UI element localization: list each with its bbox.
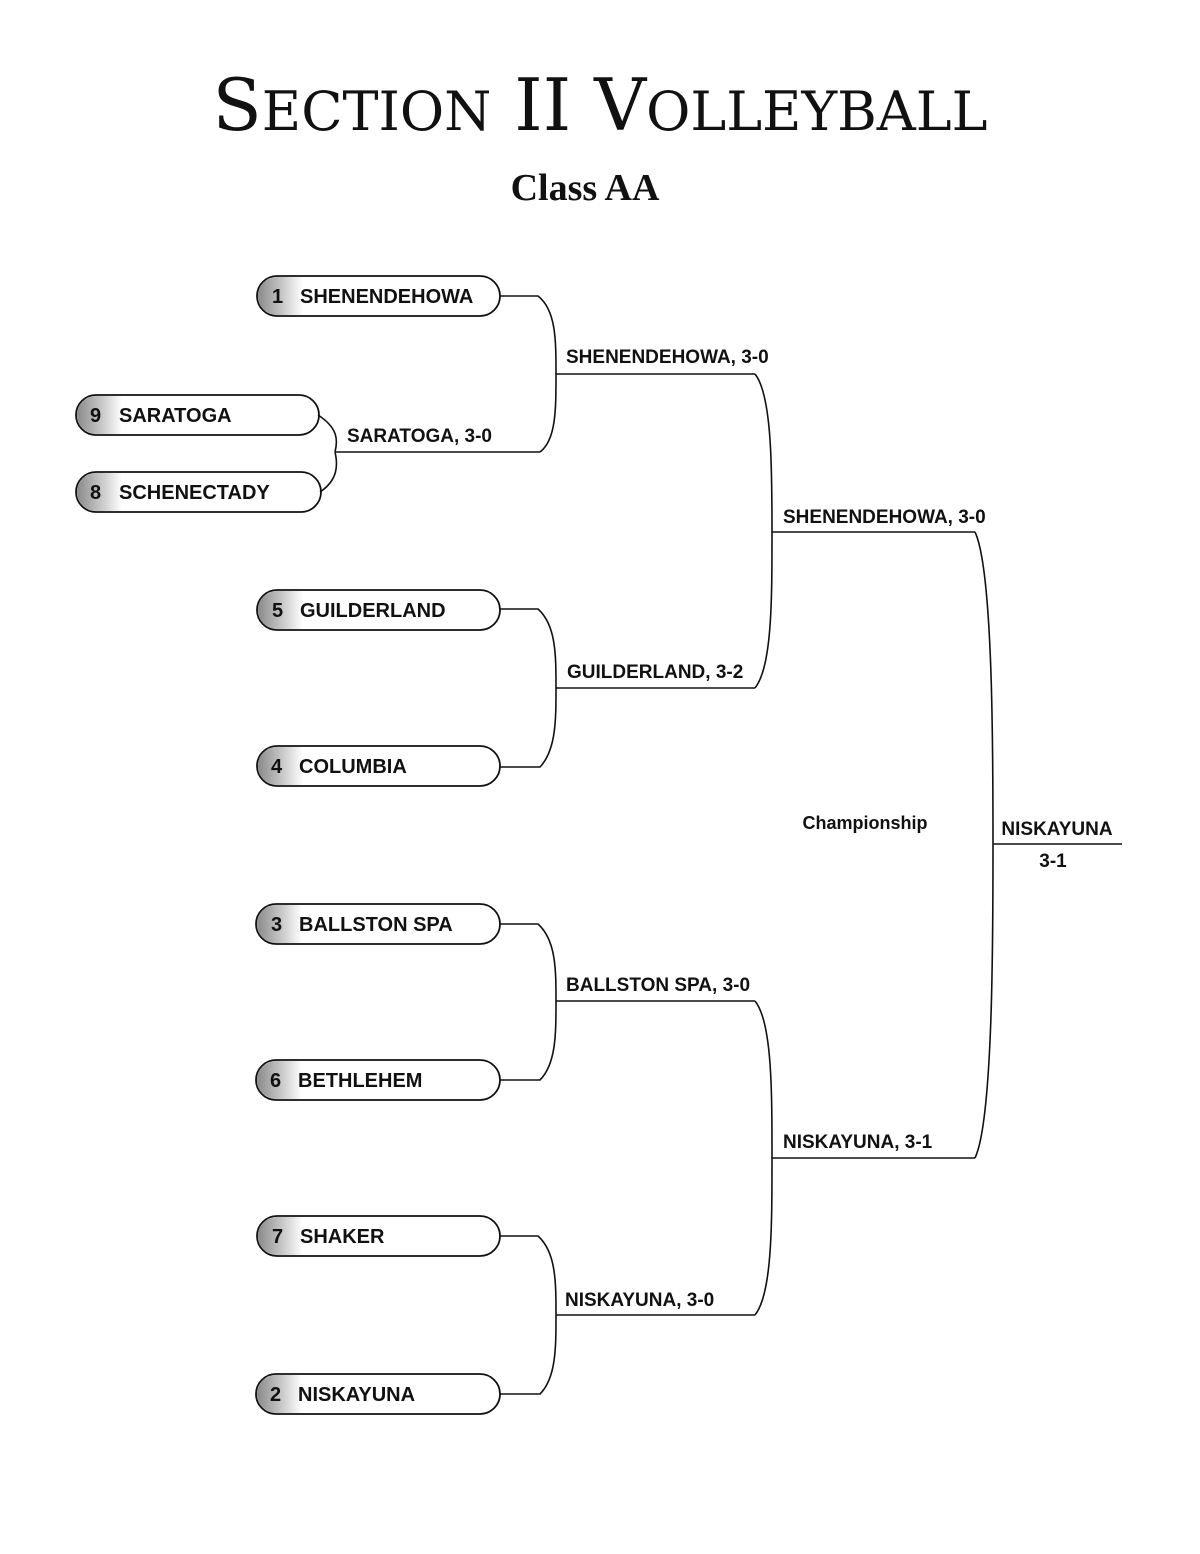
connector-qf2 bbox=[500, 608, 755, 768]
team-seed: 7 bbox=[272, 1226, 283, 1248]
result-qf3: BALLSTON SPA, 3-0 bbox=[566, 975, 750, 996]
team-name: NISKAYUNA bbox=[298, 1384, 415, 1406]
team-name: BETHLEHEM bbox=[298, 1070, 422, 1092]
result-qf4: NISKAYUNA, 3-0 bbox=[565, 1290, 714, 1311]
result-qf2: GUILDERLAND, 3-2 bbox=[567, 662, 743, 683]
team-slot-2: 2 NISKAYUNA bbox=[255, 1373, 501, 1415]
connector-qf1 bbox=[500, 295, 755, 453]
team-seed: 6 bbox=[270, 1070, 281, 1092]
team-slot-7: 7 SHAKER bbox=[256, 1215, 501, 1257]
connector-sf1 bbox=[754, 373, 975, 689]
result-qf1: SHENENDEHOWA, 3-0 bbox=[566, 347, 769, 368]
team-slot-6: 6 BETHLEHEM bbox=[255, 1059, 501, 1101]
connector-play-in bbox=[317, 414, 540, 493]
page-subtitle: Class AA bbox=[511, 167, 660, 209]
team-name: COLUMBIA bbox=[299, 756, 407, 778]
team-seed: 1 bbox=[272, 286, 283, 308]
team-seed: 2 bbox=[270, 1384, 281, 1406]
team-name: SARATOGA bbox=[119, 405, 232, 427]
team-slot-4: 4 COLUMBIA bbox=[256, 745, 501, 787]
team-slot-1: 1 SHENENDEHOWA bbox=[256, 275, 501, 317]
result-play-in: SARATOGA, 3-0 bbox=[347, 426, 492, 447]
connector-qf3 bbox=[500, 923, 755, 1081]
team-slot-9: 9 SARATOGA bbox=[75, 394, 320, 436]
team-seed: 3 bbox=[271, 914, 282, 936]
team-name: GUILDERLAND bbox=[300, 600, 446, 622]
team-seed: 9 bbox=[90, 405, 101, 427]
connector-final bbox=[974, 531, 1122, 1159]
team-slot-3: 3 BALLSTON SPA bbox=[255, 903, 501, 945]
result-sf2: NISKAYUNA, 3-1 bbox=[783, 1132, 933, 1153]
team-name: BALLSTON SPA bbox=[299, 914, 453, 936]
team-name: SHENENDEHOWA bbox=[300, 286, 473, 308]
connector-qf4 bbox=[500, 1235, 755, 1395]
team-seed: 8 bbox=[90, 482, 101, 504]
team-seed: 4 bbox=[271, 756, 283, 778]
team-name: SCHENECTADY bbox=[119, 482, 270, 504]
team-slot-8: 8 SCHENECTADY bbox=[75, 471, 322, 513]
team-slot-5: 5 GUILDERLAND bbox=[256, 589, 501, 631]
championship-label: Championship bbox=[803, 813, 928, 833]
result-sf1: SHENENDEHOWA, 3-0 bbox=[783, 507, 986, 528]
team-name: SHAKER bbox=[300, 1226, 385, 1248]
team-seed: 5 bbox=[272, 600, 283, 622]
champion-score: 3-1 bbox=[1039, 851, 1067, 872]
champion-name: NISKAYUNA bbox=[1001, 819, 1112, 840]
connector-sf2 bbox=[754, 1000, 975, 1316]
page-title: SECTION II VOLLEYBALL bbox=[212, 63, 987, 147]
